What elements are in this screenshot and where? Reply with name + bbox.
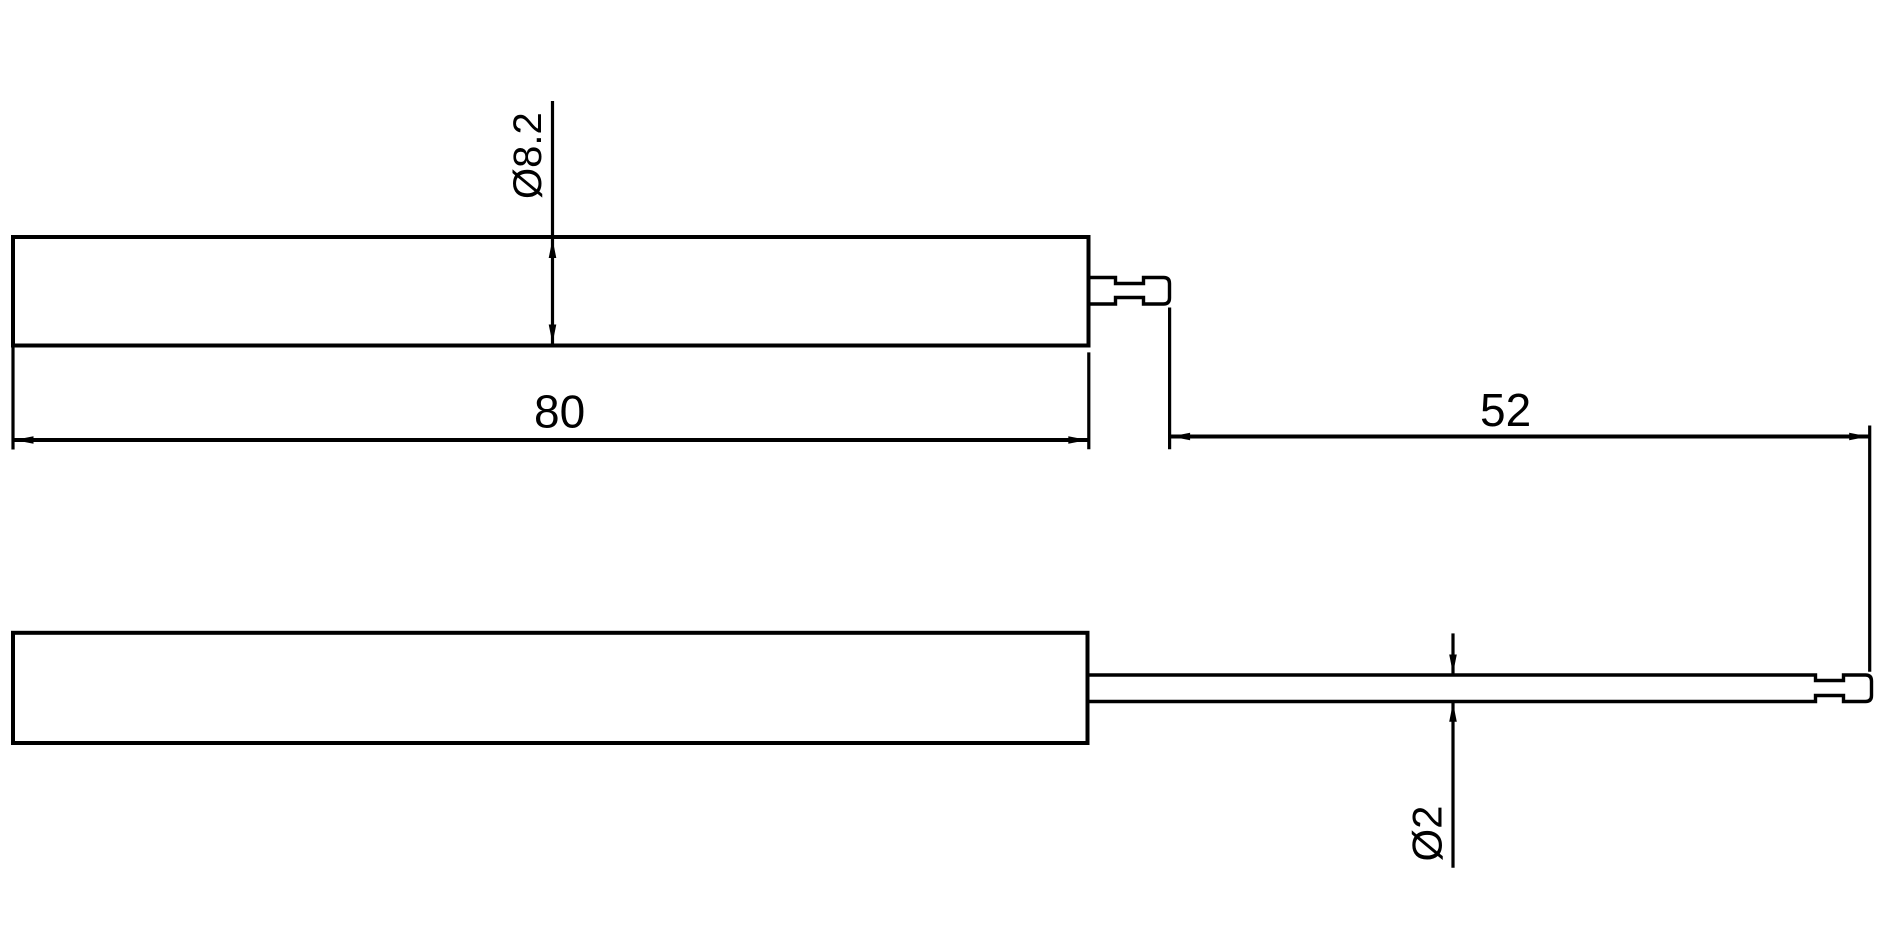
svg-text:Ø8.2: Ø8.2 [506,112,550,199]
svg-text:52: 52 [1480,384,1531,436]
svg-text:80: 80 [534,386,585,438]
svg-text:Ø2: Ø2 [1404,805,1451,861]
